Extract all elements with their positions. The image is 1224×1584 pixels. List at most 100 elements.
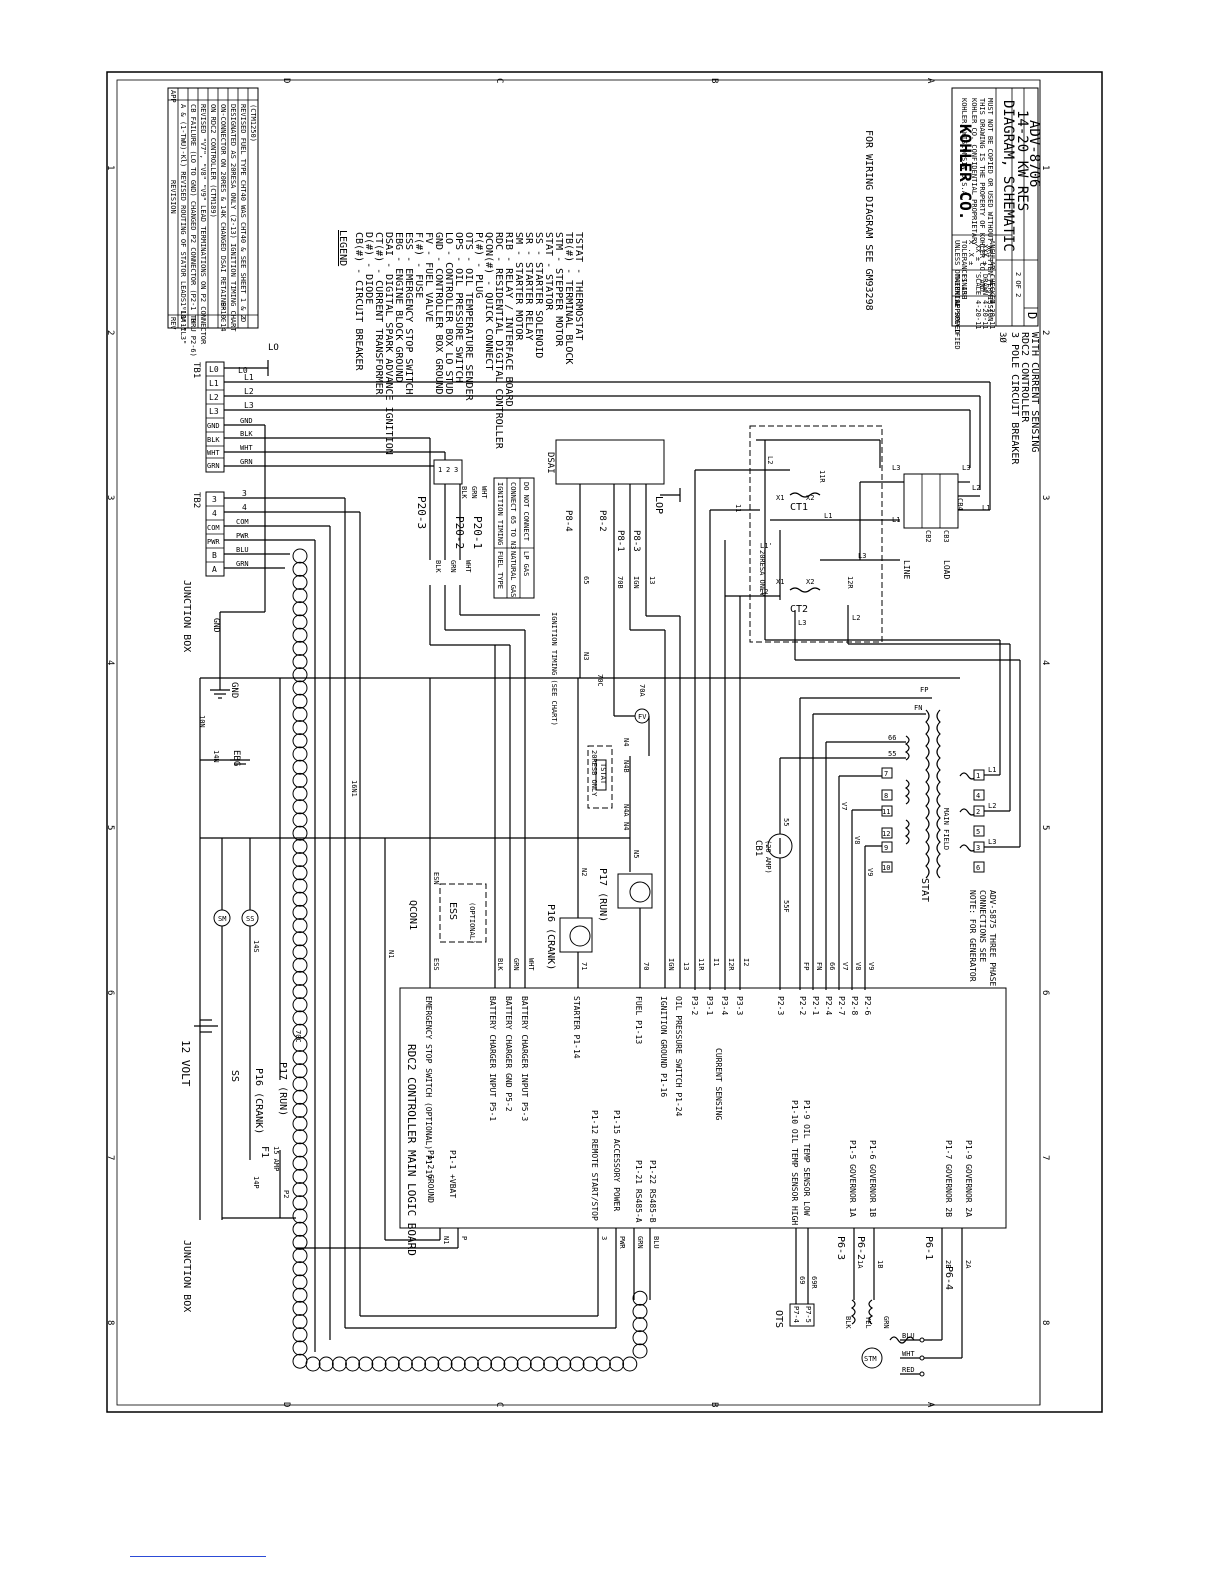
junction-chain-link [292, 548, 308, 564]
svg-text:7: 7 [1040, 1155, 1050, 1160]
svg-text:MATERIAL: MATERIAL [953, 274, 961, 308]
svg-text:N5: N5 [632, 850, 640, 858]
junction-chain-link [292, 627, 308, 643]
svg-text:P1-1 +VBAT: P1-1 +VBAT [448, 1150, 457, 1198]
junction-chain-link [569, 1356, 585, 1372]
svg-text:CT1: CT1 [790, 502, 808, 513]
svg-text:P1-9 OIL TEMP SENSOR LOW: P1-9 OIL TEMP SENSOR LOW [802, 1100, 811, 1216]
svg-text:LOP: LOP [653, 496, 664, 514]
svg-text:3: 3 [454, 466, 458, 474]
svg-text:P2-3: P2-3 [776, 996, 785, 1015]
junction-chain-link [292, 1314, 308, 1330]
ignition-timing-chart: FUEL TYPE IGNITION TIMING NATURAL GAS CO… [493, 477, 558, 726]
svg-text:L2: L2 [988, 802, 996, 810]
junction-chain-link [292, 1234, 308, 1250]
junction-chain-link [292, 918, 308, 934]
junction-chain-link [292, 574, 308, 590]
svg-text:11R: 11R [818, 470, 826, 483]
svg-text:1: 1 [1040, 165, 1050, 170]
svg-text:C: C [219, 318, 227, 322]
svg-text:NOTE: FOR GENERATOR: NOTE: FOR GENERATOR [968, 890, 977, 982]
svg-text:1A: 1A [856, 1260, 864, 1269]
svg-text:P1-7 GOVERNOR 2B: P1-7 GOVERNOR 2B [944, 1140, 953, 1217]
footer-link-underline[interactable] [130, 1556, 266, 1557]
svg-text:L2: L2 [209, 393, 219, 402]
svg-text:GND: GND [207, 422, 220, 430]
svg-text:6: 6 [1040, 990, 1050, 995]
svg-text:THIS DRAWING IS THE PROPERTY O: THIS DRAWING IS THE PROPERTY OF KOHLER C… [978, 98, 986, 292]
svg-text:IGN: IGN [667, 958, 675, 971]
junction-chain-link [632, 1317, 648, 1333]
junction-chain-link [292, 706, 308, 722]
svg-text:P6-2: P6-2 [855, 1236, 866, 1260]
junction-chain-link [632, 1343, 648, 1359]
svg-text:P1-6 GOVERNOR 1B: P1-6 GOVERNOR 1B [868, 1140, 877, 1217]
junction-chain-link [529, 1356, 545, 1372]
junction-chain-link [543, 1356, 559, 1372]
junction-chain-link [292, 720, 308, 736]
svg-text:66: 66 [888, 734, 896, 742]
svg-text:CB1: CB1 [753, 840, 763, 856]
junction-chain-link [292, 1221, 308, 1237]
junction-chain-link [305, 1356, 321, 1372]
svg-text:2: 2 [446, 466, 450, 474]
svg-text:2: 2 [976, 808, 980, 816]
svg-text:GND: GND [240, 417, 253, 425]
junction-chain-link [292, 1023, 308, 1039]
svg-text:4-20-11: 4-20-11 [988, 300, 996, 330]
svg-text:BLU: BLU [652, 1236, 660, 1249]
svg-text:RIB - RELAY / INTERFACE BOARD: RIB - RELAY / INTERFACE BOARD [503, 232, 514, 407]
revision-block: REVISION APP REV A & (1-TWU)-Kl) REVISED… [167, 87, 259, 357]
svg-text:CB FAILURE (LO TO GND) CHANGED: CB FAILURE (LO TO GND) CHANGED P2 CONNEC… [189, 104, 197, 357]
svg-text:CT(#) - CURRENT TRANSFORMER: CT(#) - CURRENT TRANSFORMER [373, 232, 384, 396]
svg-text:OPS - OIL PRESSURE SWITCH: OPS - OIL PRESSURE SWITCH [453, 232, 464, 383]
svg-text:REVISION: REVISION [169, 180, 177, 214]
svg-text:STARTER P1-14: STARTER P1-14 [572, 996, 581, 1059]
svg-text:X1: X1 [776, 494, 784, 502]
svg-text:BATTERY CHARGER INPUT P5-3: BATTERY CHARGER INPUT P5-3 [520, 996, 529, 1121]
svg-text:1: 1 [105, 165, 115, 170]
current-transformer-section: 20RESA ONLY L2 X1 X2 11R CT1 11 L1 L1' X… [695, 425, 900, 660]
svg-text:IGN: IGN [632, 576, 640, 589]
junction-chain-link [292, 786, 308, 802]
company-name: KOHLER CO. [956, 124, 975, 220]
svg-text:P3-3: P3-3 [735, 996, 744, 1015]
svg-text:4-20-11: 4-20-11 [974, 300, 982, 330]
svg-text:L0: L0 [238, 366, 248, 375]
svg-text:P16 (CRANK): P16 (CRANK) [545, 904, 556, 970]
svg-text:L3: L3 [244, 401, 254, 410]
svg-text:N3: N3 [582, 652, 590, 660]
svg-text:V9: V9 [866, 868, 874, 876]
svg-text:BLU: BLU [902, 1332, 915, 1340]
junction-box-label-bottom: JUNCTION BOX [181, 1240, 192, 1312]
svg-text:TSTAT - THERMOSTAT: TSTAT - THERMOSTAT [573, 232, 584, 340]
svg-text:13: 13 [682, 962, 690, 970]
svg-text:11R: 11R [697, 958, 705, 971]
dsai-module: DSAI P8-4 P8-2 P8-1 P8-3 65 70B IGN 13 L… [545, 439, 681, 990]
legend: LEGEND CB(#) - CIRCUIT BREAKER D(#) - DI… [337, 230, 584, 455]
svg-text:L1: L1 [824, 512, 832, 520]
svg-text:P2-2: P2-2 [798, 996, 807, 1015]
junction-chain-link [292, 852, 308, 868]
junction-chain-link [450, 1356, 466, 1372]
svg-text:CB3: CB3 [942, 530, 950, 543]
svg-text:2B: 2B [944, 1260, 952, 1268]
svg-text:CURRENT SENSING: CURRENT SENSING [714, 1048, 723, 1120]
svg-text:OTS - OIL TEMPERATURE SENDER: OTS - OIL TEMPERATURE SENDER [463, 232, 474, 402]
svg-text:WHT: WHT [480, 486, 488, 499]
zone-letters: D C B A D C B A [281, 78, 935, 1408]
svg-text:14-20 KW RES: 14-20 KW RES [1014, 110, 1030, 211]
junction-chain-link [292, 891, 308, 907]
svg-text:15 AMP: 15 AMP [272, 1146, 280, 1171]
junction-chain-link [292, 812, 308, 828]
junction-chain-link [292, 1327, 308, 1343]
svg-text:P1-9 GOVERNOR 2A: P1-9 GOVERNOR 2A [964, 1140, 973, 1217]
svg-text:8: 8 [105, 1320, 115, 1325]
svg-text:FN: FN [914, 704, 922, 712]
svg-text:L3: L3 [209, 407, 219, 416]
svg-text:1: 1 [976, 772, 980, 780]
svg-text:69R: 69R [810, 1276, 818, 1289]
junction-chain-link [292, 1340, 308, 1356]
svg-text:55F: 55F [782, 900, 790, 913]
svg-text:B: B [189, 318, 197, 322]
